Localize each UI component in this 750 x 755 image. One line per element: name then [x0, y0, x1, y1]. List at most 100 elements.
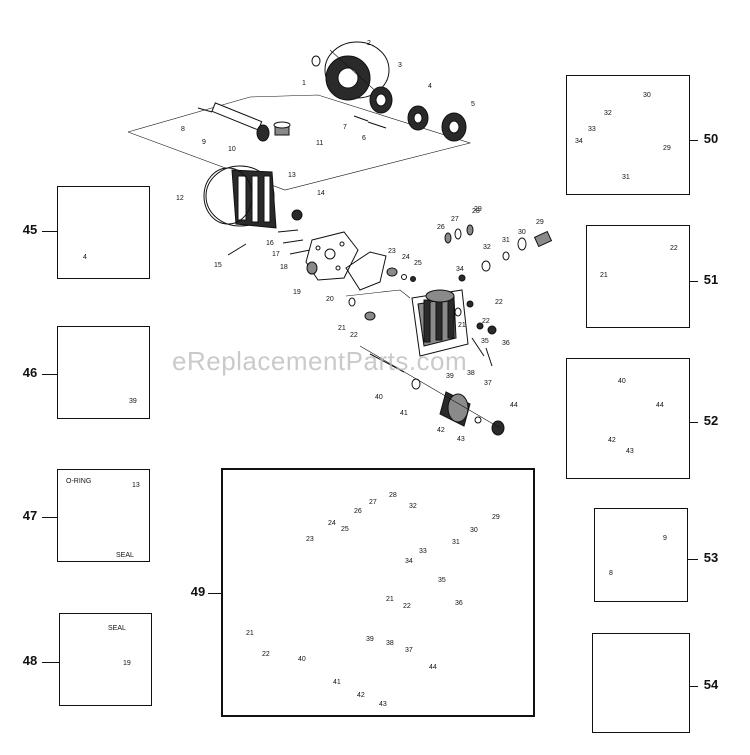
callout-42: 42 — [437, 427, 445, 434]
part-11-cap — [273, 121, 291, 136]
part-43-ring — [474, 416, 482, 424]
kit47-callout-13: 13 — [132, 482, 140, 489]
kit49-callout-37: 37 — [405, 647, 413, 654]
kit52-callout-44: 44 — [656, 402, 664, 409]
seal-label-48: SEAL — [108, 625, 126, 632]
part-9-shaft — [197, 102, 270, 142]
callout-43: 43 — [457, 436, 465, 443]
callout-11: 11 — [316, 140, 324, 147]
kit49-callout-25: 25 — [341, 526, 349, 533]
part-26-valve — [444, 232, 452, 244]
kit49-callout-38: 38 — [386, 640, 394, 647]
part-15-screw — [227, 243, 247, 256]
part-14-seal — [291, 209, 303, 221]
part-4-gear — [407, 105, 429, 131]
kit-51-box — [586, 225, 690, 328]
kit52-callout-40: 40 — [618, 378, 626, 385]
part-17-plunger — [282, 239, 304, 244]
callout-31: 31 — [502, 237, 510, 244]
callout-28: 28 — [472, 208, 480, 215]
part-5-gear — [441, 112, 467, 142]
kit-label-53: 53 — [703, 550, 719, 565]
kit49-callout-40: 40 — [298, 656, 306, 663]
kit53-callout-9: 9 — [663, 535, 667, 542]
leader-49 — [208, 593, 221, 595]
kit-label-49: 49 — [190, 584, 206, 599]
kit49-callout-34: 34 — [405, 558, 413, 565]
kit-47-box — [57, 469, 150, 562]
callout-13: 13 — [288, 172, 296, 179]
kit50-callout-29: 29 — [663, 145, 671, 152]
part-16-plunger — [277, 229, 299, 233]
part-42-knob — [439, 391, 471, 427]
callout-7: 7 — [343, 124, 347, 131]
callout-22b: 22 — [495, 299, 503, 306]
part-32-valve — [481, 260, 491, 272]
part-37-screw — [485, 347, 493, 367]
part-20-gasket — [345, 251, 387, 291]
kit52-callout-43: 43 — [626, 448, 634, 455]
kit49-callout-21: 21 — [246, 630, 254, 637]
callout-17: 17 — [272, 251, 280, 258]
part-35-ring — [476, 322, 484, 330]
kit-48-box — [59, 613, 152, 706]
kit51-callout-22: 22 — [670, 245, 678, 252]
kit49-callout-27: 27 — [369, 499, 377, 506]
kit49-callout-43: 43 — [379, 701, 387, 708]
kit49-callout-36: 36 — [455, 600, 463, 607]
part-3-bearing — [369, 86, 393, 114]
callout-29b: 29 — [474, 206, 482, 213]
kit49-callout-31: 31 — [452, 539, 460, 546]
part-34-ring — [458, 274, 466, 282]
kit49-callout-39: 39 — [366, 636, 374, 643]
callout-19: 19 — [293, 289, 301, 296]
kit-label-50: 50 — [703, 131, 719, 146]
callout-37: 37 — [484, 380, 492, 387]
kit49-callout-33: 33 — [419, 548, 427, 555]
kit49-callout-41: 41 — [333, 679, 341, 686]
callout-1: 1 — [302, 80, 306, 87]
kit49-callout-26: 26 — [354, 508, 362, 515]
callout-2: 2 — [367, 40, 371, 47]
leader-46 — [42, 374, 57, 376]
callout-5: 5 — [471, 101, 475, 108]
callout-21b: 21 — [458, 322, 466, 329]
callout-14: 14 — [317, 190, 325, 197]
part-1-ring — [311, 55, 321, 67]
callout-39: 39 — [446, 373, 454, 380]
callout-40: 40 — [375, 394, 383, 401]
kit-50-box — [566, 75, 690, 195]
leader-48 — [42, 662, 59, 664]
part-6-pin — [367, 121, 387, 129]
part-2-housing — [324, 41, 390, 101]
callout-44: 44 — [510, 402, 518, 409]
part-18-plunger — [289, 249, 311, 255]
kit49-callout-22b: 22 — [403, 603, 411, 610]
assembly-dashed-line — [345, 289, 411, 299]
part-23-fitting — [386, 267, 398, 277]
part-36-plug — [487, 325, 497, 335]
kit49-callout-22: 22 — [262, 651, 270, 658]
part-25-ring — [410, 276, 416, 282]
callout-29: 29 — [536, 219, 544, 226]
callout-15: 15 — [214, 262, 222, 269]
o-ring-label: O-RING — [66, 478, 92, 485]
kit48-callout-19: 19 — [123, 660, 131, 667]
leader-51 — [690, 281, 698, 283]
kit49-callout-24: 24 — [328, 520, 336, 527]
main-manifold — [411, 289, 469, 357]
part-28-valve — [466, 224, 474, 236]
kit-46-box — [57, 326, 150, 419]
part-21-ring-right — [454, 307, 462, 317]
kit49-callout-32: 32 — [409, 503, 417, 510]
callout-23: 23 — [388, 248, 396, 255]
callout-10: 10 — [228, 146, 236, 153]
callout-6: 6 — [362, 135, 366, 142]
kit-53-box — [594, 508, 688, 602]
part-44-cap — [491, 420, 505, 436]
callout-18: 18 — [280, 264, 288, 271]
callout-41: 41 — [400, 410, 408, 417]
callout-9: 9 — [202, 139, 206, 146]
leader-53 — [688, 559, 698, 561]
